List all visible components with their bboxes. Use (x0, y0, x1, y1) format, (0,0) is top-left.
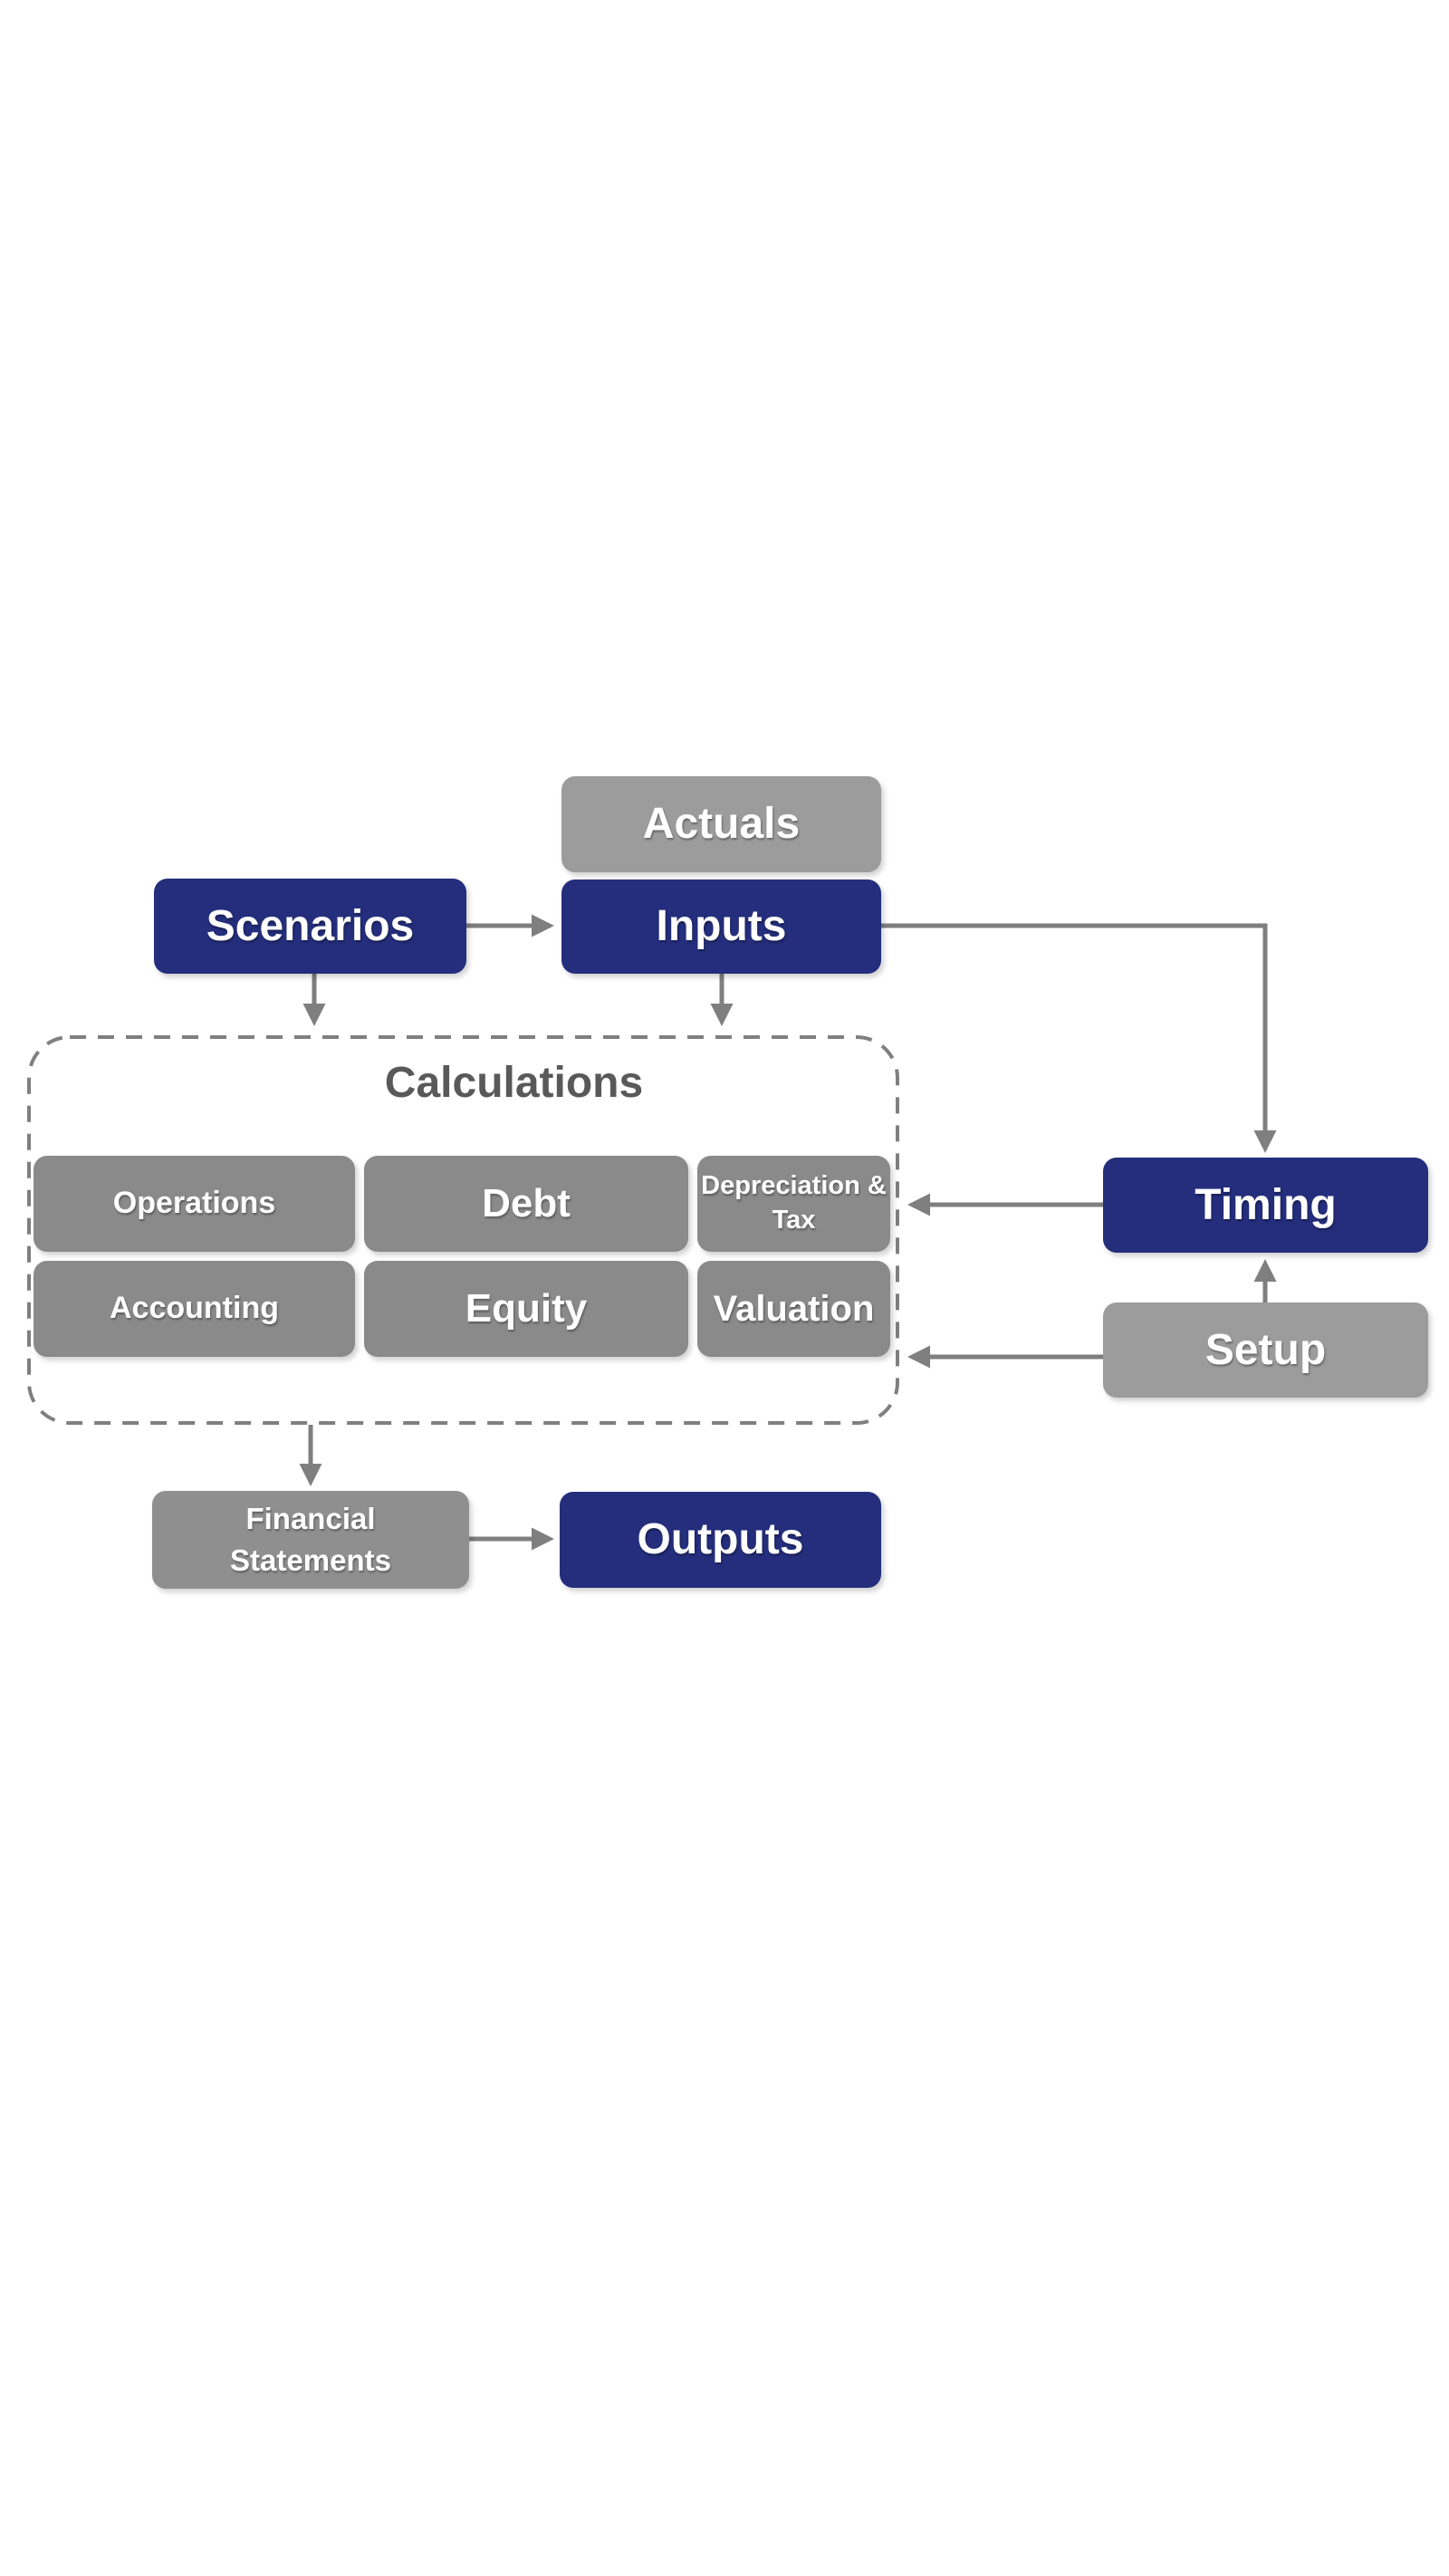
node-accounting: Accounting (34, 1261, 355, 1357)
accounting-label: Accounting (110, 1291, 279, 1326)
node-scenarios: Scenarios (154, 879, 466, 974)
node-actuals: Actuals (561, 776, 881, 872)
financial-statements-label-line2: Statements (230, 1543, 391, 1577)
node-equity: Equity (364, 1261, 688, 1357)
inputs-label: Inputs (656, 902, 787, 951)
node-operations: Operations (34, 1156, 355, 1252)
node-timing: Timing (1103, 1158, 1428, 1253)
node-depreciation-tax: Depreciation & Tax (697, 1156, 890, 1252)
node-inputs: Inputs (561, 879, 881, 974)
timing-label: Timing (1195, 1180, 1337, 1229)
depreciation-tax-label-line2: Tax (772, 1206, 816, 1235)
setup-label: Setup (1204, 1325, 1327, 1374)
node-valuation: Valuation (697, 1261, 890, 1357)
node-debt: Debt (364, 1156, 688, 1252)
node-financial-statements: Financial Statements (152, 1491, 469, 1589)
operations-label: Operations (112, 1186, 276, 1221)
node-setup: Setup (1103, 1302, 1428, 1398)
financial-statements-label-line1: Financial (245, 1501, 376, 1535)
debt-label: Debt (482, 1180, 571, 1226)
arrow-inputs-to-timing (881, 923, 1277, 1153)
valuation-label: Valuation (713, 1289, 875, 1329)
calculations-group-title: Calculations (384, 1059, 644, 1107)
scenarios-label: Scenarios (206, 901, 415, 950)
calculations-group-border (27, 1035, 899, 1425)
depreciation-tax-label-line1: Depreciation & (701, 1171, 887, 1201)
node-outputs: Outputs (560, 1492, 881, 1588)
equity-label: Equity (465, 1285, 588, 1331)
outputs-label: Outputs (637, 1515, 804, 1564)
actuals-label: Actuals (642, 800, 801, 849)
